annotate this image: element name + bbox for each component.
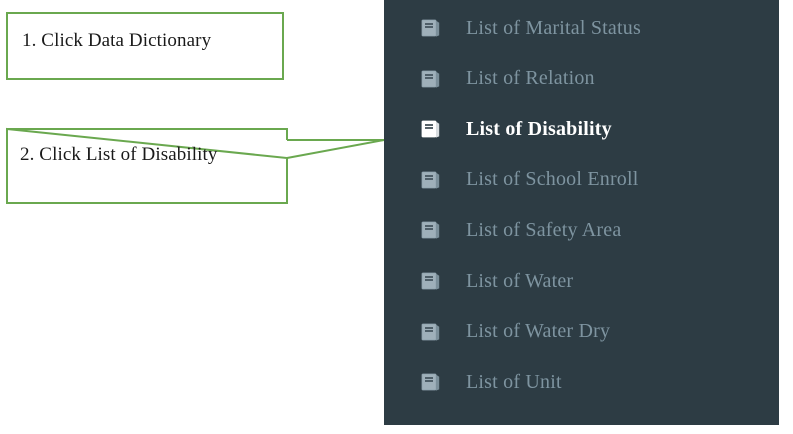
sidebar-item-label: List of Relation	[466, 67, 595, 90]
book-icon	[421, 272, 440, 290]
callout-pointer-tail	[286, 139, 385, 159]
book-icon	[421, 221, 440, 239]
annotation-callout-step-1-text: 1. Click Data Dictionary	[22, 30, 212, 51]
annotation-callout-step-2-text: 2. Click List of Disability	[20, 144, 218, 165]
book-icon	[421, 323, 440, 341]
sidebar-item-list-of-disability[interactable]: List of Disability	[384, 108, 779, 150]
book-icon	[421, 19, 440, 37]
annotation-callout-step-1: 1. Click Data Dictionary	[6, 12, 284, 80]
sidebar-item-list-of-safety-area[interactable]: List of Safety Area	[384, 209, 779, 251]
sidebar-item-list-of-school-enroll[interactable]: List of School Enroll	[384, 159, 779, 201]
sidebar-item-label: List of Water	[466, 269, 574, 292]
sidebar-item-list-of-marital-status[interactable]: List of Marital Status	[384, 7, 779, 49]
sidebar-item-list-of-water[interactable]: List of Water	[384, 260, 779, 302]
sidebar-item-label: List of Disability	[466, 117, 612, 140]
annotation-callout-step-2: 2. Click List of Disability	[6, 128, 288, 204]
sidebar-item-label: List of Safety Area	[466, 218, 622, 241]
sidebar-item-list-of-relation[interactable]: List of Relation	[384, 58, 779, 100]
book-icon	[421, 70, 440, 88]
book-icon	[421, 373, 440, 391]
book-icon	[421, 171, 440, 189]
sidebar-item-label: List of Water Dry	[466, 320, 611, 343]
sidebar-item-list-of-unit[interactable]: List of Unit	[384, 361, 779, 403]
sidebar-item-label: List of Marital Status	[466, 16, 641, 39]
sidebar-item-list-of-water-dry[interactable]: List of Water Dry	[384, 311, 779, 353]
book-icon	[421, 120, 440, 138]
sidebar-item-label: List of School Enroll	[466, 168, 639, 191]
sidebar-item-label: List of Unit	[466, 370, 562, 393]
